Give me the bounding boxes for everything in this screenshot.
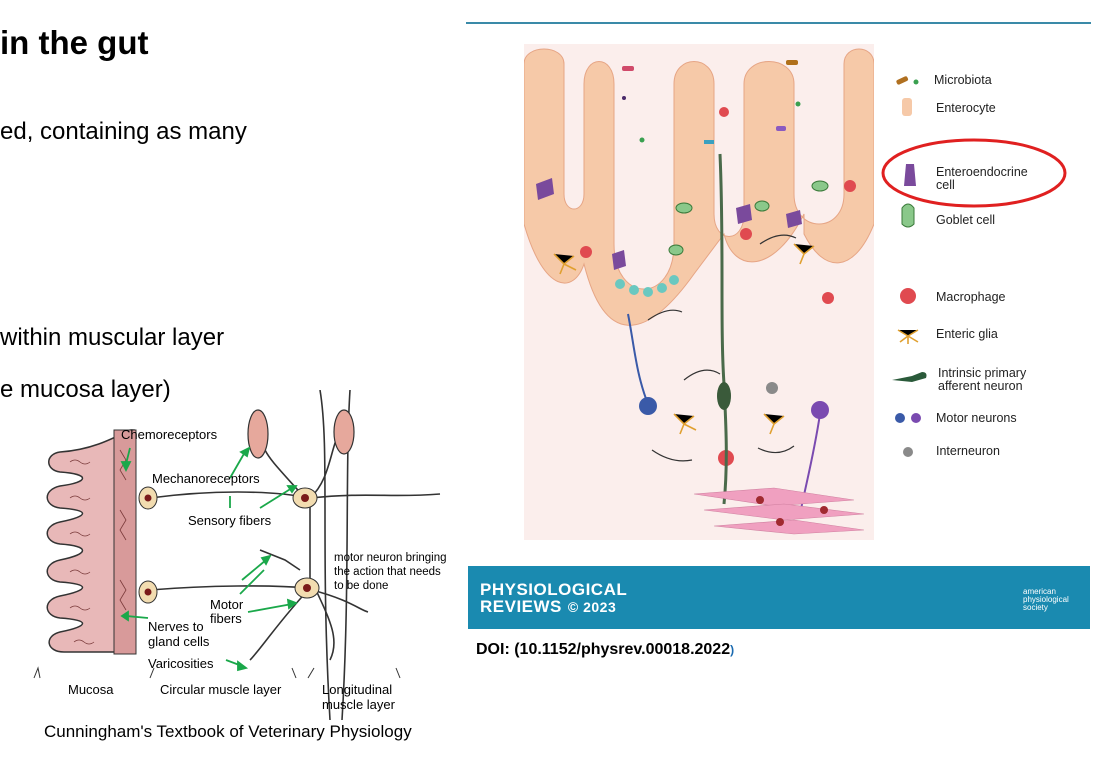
motor-neuron-annotation: motor neuron bringing the action that ne… <box>334 551 464 593</box>
highlight-ellipse <box>881 138 1067 208</box>
legend-glia: Enteric glia <box>936 327 998 341</box>
label-varicosities: Varicosities <box>148 656 214 671</box>
motor-neuron <box>811 401 829 419</box>
bullet-2: within muscular layer <box>0 324 225 351</box>
gut-cell-diagram <box>524 44 874 540</box>
label-chemoreceptors: Chemoreceptors <box>121 427 218 442</box>
annotation-line-2: the action that needs <box>334 566 441 578</box>
enteroendocrine-cell <box>736 204 752 224</box>
motor-neurons-icon <box>895 413 905 423</box>
legend-macrophage: Macrophage <box>936 290 1006 304</box>
goblet-icon <box>901 203 915 228</box>
macrophage <box>844 180 856 192</box>
society-logo: american physiological society <box>1023 588 1069 612</box>
label-gland-cells: gland cells <box>148 634 210 649</box>
society-line-1: american <box>1023 587 1056 596</box>
annotation-line-3: to be done <box>334 580 389 592</box>
ens-diagram <box>33 390 441 720</box>
legend-motor-neurons: Motor neurons <box>936 411 1017 425</box>
society-line-2: physiological <box>1023 595 1069 604</box>
label-nerves-to: Nerves to <box>148 619 204 634</box>
ipan-icon <box>892 372 927 382</box>
label-circular-muscle: Circular muscle layer <box>160 682 282 697</box>
bullet-1: ed, containing as many <box>0 118 247 145</box>
sensory-receptor-1 <box>247 409 269 459</box>
legend-ipan-1: Intrinsic primary <box>938 366 1027 380</box>
macrophage <box>580 246 592 258</box>
label-longitudinal-1: Longitudinal <box>322 682 393 697</box>
label-motor: Motor <box>210 597 244 612</box>
legend-microbiota: Microbiota <box>934 73 992 87</box>
doi-close: ) <box>730 643 735 657</box>
label-sensory-fibers: Sensory fibers <box>188 513 272 528</box>
mucosa-tissue <box>46 429 135 653</box>
legend-ipan-2: afferent neuron <box>938 379 1023 393</box>
legend-enteroendocrine-1: Enteroendocrine <box>936 165 1028 179</box>
glia-icon <box>897 329 919 344</box>
doi-text: DOI: (10.1152/physrev.00018.2022 <box>476 641 731 658</box>
goblet-cell <box>675 202 693 214</box>
goblet-cell <box>668 244 684 256</box>
label-fibers: fibers <box>210 611 242 626</box>
goblet-cell <box>754 200 770 212</box>
enteroendocrine-icon <box>904 164 916 186</box>
motor-neuron <box>639 397 657 415</box>
enterocyte-icon <box>902 98 912 116</box>
journal-name-line2: REVIEWS © 2023 <box>480 597 616 617</box>
bullet-3: e mucosa layer) <box>0 376 171 403</box>
interneuron-icon <box>903 447 913 457</box>
journal-name-line1: PHYSIOLOGICAL <box>480 580 628 599</box>
microbiota-icon <box>896 76 909 85</box>
label-mechanoreceptors: Mechanoreceptors <box>152 471 260 486</box>
enteroendocrine-cell <box>786 210 802 228</box>
enteroendocrine-cell <box>536 178 554 200</box>
legend-goblet: Goblet cell <box>936 213 996 227</box>
macrophage <box>740 228 752 240</box>
label-mucosa: Mucosa <box>68 682 114 697</box>
macrophage <box>719 107 729 117</box>
copyright: © 2023 <box>567 599 617 615</box>
ipan-neuron <box>718 153 728 505</box>
goblet-cell <box>811 180 829 192</box>
macrophage <box>822 292 834 304</box>
enteroendocrine-cell <box>612 250 626 270</box>
slide-title: in the gut <box>0 24 149 61</box>
legend-enteroendocrine-2: cell <box>936 178 955 192</box>
doi-citation: DOI: (10.1152/physrev.00018.2022) <box>476 641 734 659</box>
interneuron <box>766 382 778 394</box>
legend-enterocyte: Enterocyte <box>936 101 996 115</box>
figure-caption-left: Cunningham's Textbook of Veterinary Phys… <box>44 722 412 741</box>
annotation-line-1: motor neuron bringing <box>334 552 447 564</box>
label-longitudinal-2: muscle layer <box>322 697 395 712</box>
journal-name-line2-text: REVIEWS <box>480 597 562 616</box>
epithelium <box>524 48 874 326</box>
mucosa-base <box>113 429 137 655</box>
legend-icons <box>892 76 927 457</box>
society-line-3: society <box>1023 603 1048 612</box>
journal-banner: PHYSIOLOGICAL REVIEWS © 2023 american phy… <box>468 566 1090 629</box>
macrophage-icon <box>900 288 916 304</box>
sensory-receptor-2 <box>333 409 355 455</box>
top-rule <box>466 22 1091 24</box>
legend-interneuron: Interneuron <box>936 444 1000 458</box>
